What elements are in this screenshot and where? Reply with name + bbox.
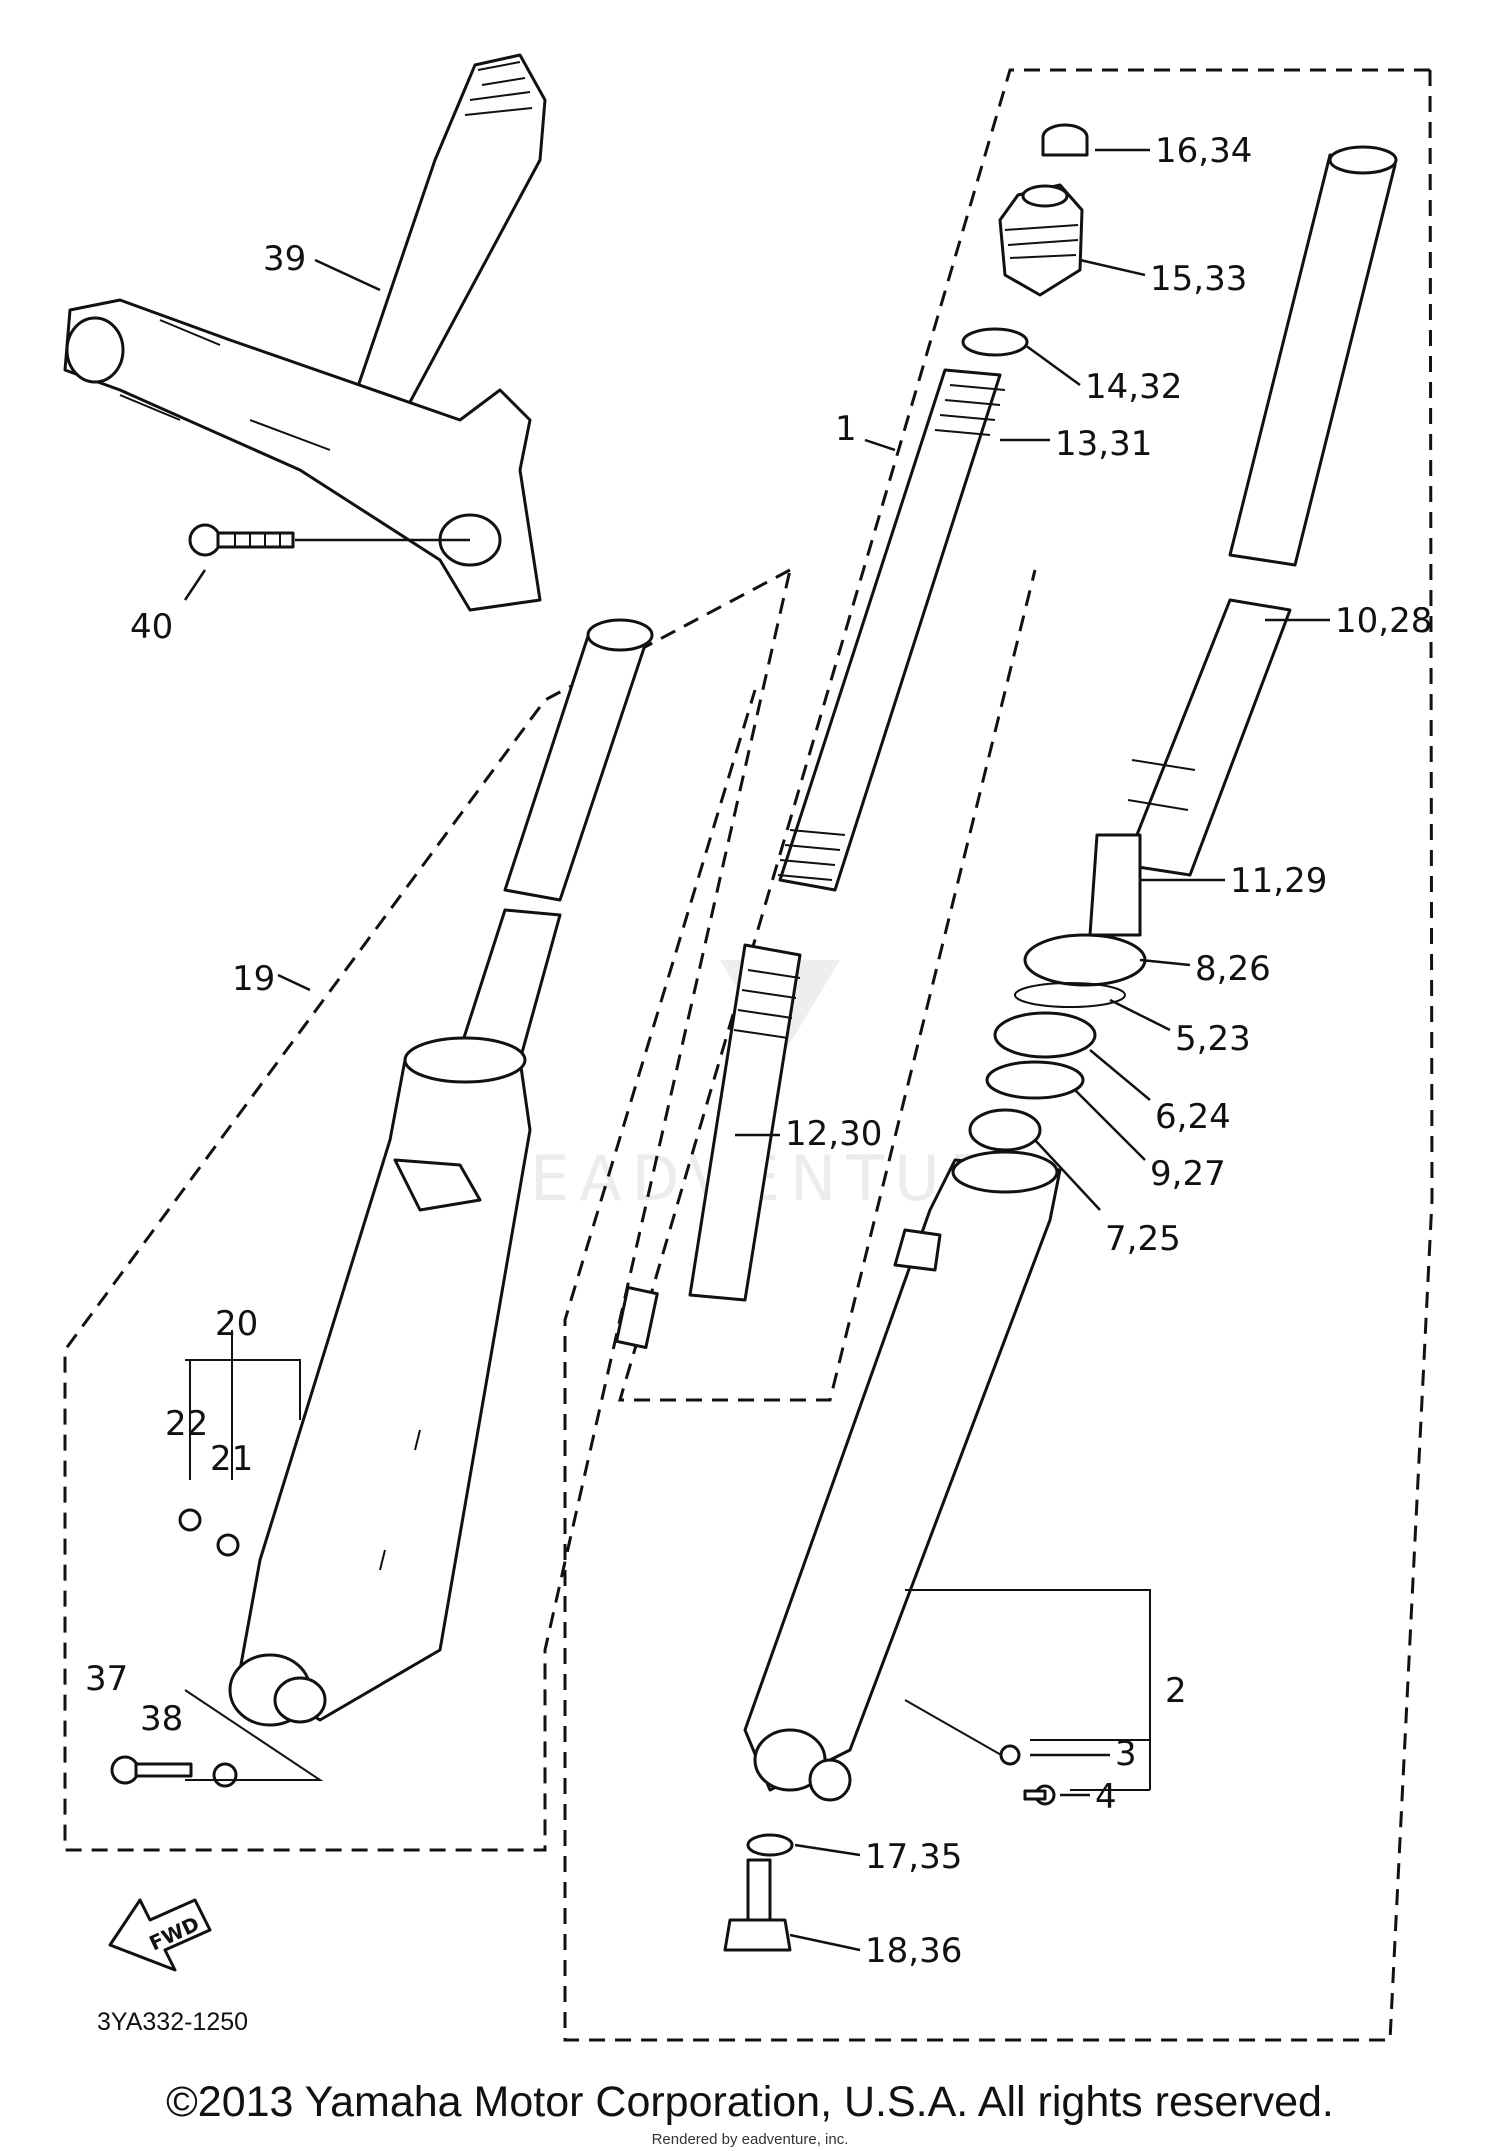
bolt-part-40 (188, 523, 295, 557)
spacer-part-14-32 (961, 327, 1029, 357)
washer-part-9-27 (985, 1060, 1085, 1100)
fwd-arrow-icon: FWD (108, 1898, 212, 1972)
bolt-part-37 (110, 1755, 193, 1785)
gasket-part-17-35 (746, 1833, 794, 1857)
spring-part-13-31 (777, 368, 1006, 892)
callout-11-29: 11,29 (1230, 861, 1327, 901)
washer-part-3 (999, 1744, 1021, 1766)
callout-20: 20 (215, 1304, 258, 1344)
steering-stem-part-39 (63, 53, 547, 612)
callout-17-35: 17,35 (865, 1837, 962, 1877)
callout-8-26: 8,26 (1195, 949, 1271, 989)
left-fork-assembly-part-19 (228, 618, 654, 1727)
diagram-code: 3YA332-1250 (97, 2008, 248, 2036)
callout-13-31: 13,31 (1055, 424, 1152, 464)
group-19-boundary (63, 568, 792, 1852)
washer-part-38 (184, 1689, 324, 1788)
cap-bolt-part-15-33 (998, 183, 1084, 297)
callout-3: 3 (1115, 1734, 1137, 1774)
callout-5-23: 5,23 (1175, 1019, 1251, 1059)
callout-21: 21 (210, 1439, 253, 1479)
callout-9-27: 9,27 (1150, 1154, 1226, 1194)
callout-22: 22 (165, 1404, 208, 1444)
callout-15-33: 15,33 (1150, 259, 1247, 299)
bolt-part-4 (1023, 1784, 1056, 1806)
callout-40: 40 (130, 607, 173, 647)
leader-lines (183, 148, 1330, 1952)
bolt-part-18-36 (723, 1858, 792, 1952)
copyright-notice: ©2013 Yamaha Motor Corporation, U.S.A. A… (166, 2078, 1334, 2126)
callout-39: 39 (263, 239, 306, 279)
callout-16-34: 16,34 (1155, 131, 1252, 171)
rendered-by-note: Rendered by eadventure, inc. (651, 2131, 849, 2148)
dust-seal-part-8-26 (1023, 933, 1147, 987)
group-2-boundary (563, 69, 1434, 2042)
slide-metal-part-11-29 (1088, 833, 1142, 937)
callout-6-24: 6,24 (1155, 1097, 1231, 1137)
callout-12-30: 12,30 (785, 1114, 882, 1154)
inner-tube-part-10-28 (1123, 145, 1398, 877)
callout-38: 38 (140, 1699, 183, 1739)
callout-10-28: 10,28 (1335, 601, 1432, 641)
cap-part-16-34 (1041, 123, 1089, 157)
callout-1: 1 (835, 409, 857, 449)
callout-18-36: 18,36 (865, 1931, 962, 1971)
bracket-part-20 (178, 1330, 301, 1557)
retaining-clip-part-5-23 (1014, 982, 1126, 1008)
oil-seal-part-6-24 (993, 1011, 1097, 1059)
outer-tube-part-2 (743, 1150, 1151, 1802)
callout-14-32: 14,32 (1085, 367, 1182, 407)
damper-rod-part-12-30 (615, 943, 802, 1350)
callout-labels: 39 40 19 20 22 21 37 38 1 16,34 15,33 14… (85, 131, 1432, 1971)
slide-metal-part-7-25 (968, 1108, 1042, 1152)
callout-2: 2 (1165, 1671, 1187, 1711)
callout-7-25: 7,25 (1105, 1219, 1181, 1259)
callout-19: 19 (232, 959, 275, 999)
group-1-boundary (617, 68, 1430, 1402)
callout-4: 4 (1095, 1777, 1117, 1817)
callout-37: 37 (85, 1659, 128, 1699)
